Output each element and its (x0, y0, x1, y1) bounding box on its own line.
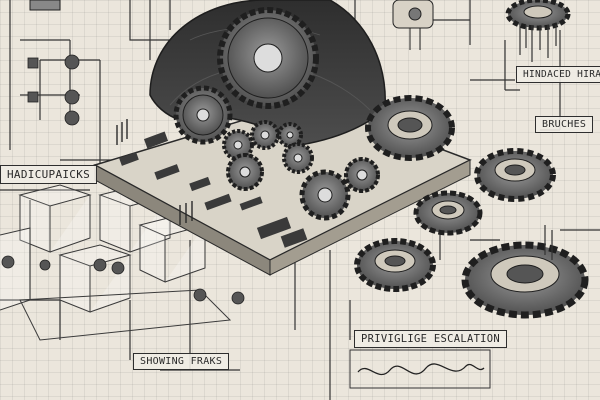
gear-icon (217, 7, 319, 109)
gear-icon (299, 169, 351, 221)
gear-icon (365, 95, 455, 161)
label-top-left: HADICUPAICKS (0, 165, 98, 184)
ink-drips (519, 25, 557, 260)
label-right-middle: BRUCHES (535, 116, 594, 133)
gear-icon (226, 153, 264, 191)
gear-icon (282, 142, 314, 174)
gear-icon (461, 241, 589, 319)
gear-icons (173, 0, 589, 319)
gear-icon (344, 157, 380, 193)
valve-device-top (29, 0, 434, 50)
valve-icons (1, 54, 245, 305)
waveform-icon (349, 349, 491, 389)
gear-icon (474, 148, 556, 202)
gear-icon (250, 120, 280, 150)
label-bottom-left: SHOWING FRAKS (133, 353, 230, 370)
label-top-right: HINDACED HIRAUGH (516, 66, 600, 83)
gear-icon (354, 238, 436, 292)
gear-icon (505, 0, 571, 31)
gear-icon (173, 85, 233, 145)
gear-icon (413, 190, 483, 236)
label-privilege-escalation: PRIVIGLIGE ESCALATION (354, 330, 508, 348)
